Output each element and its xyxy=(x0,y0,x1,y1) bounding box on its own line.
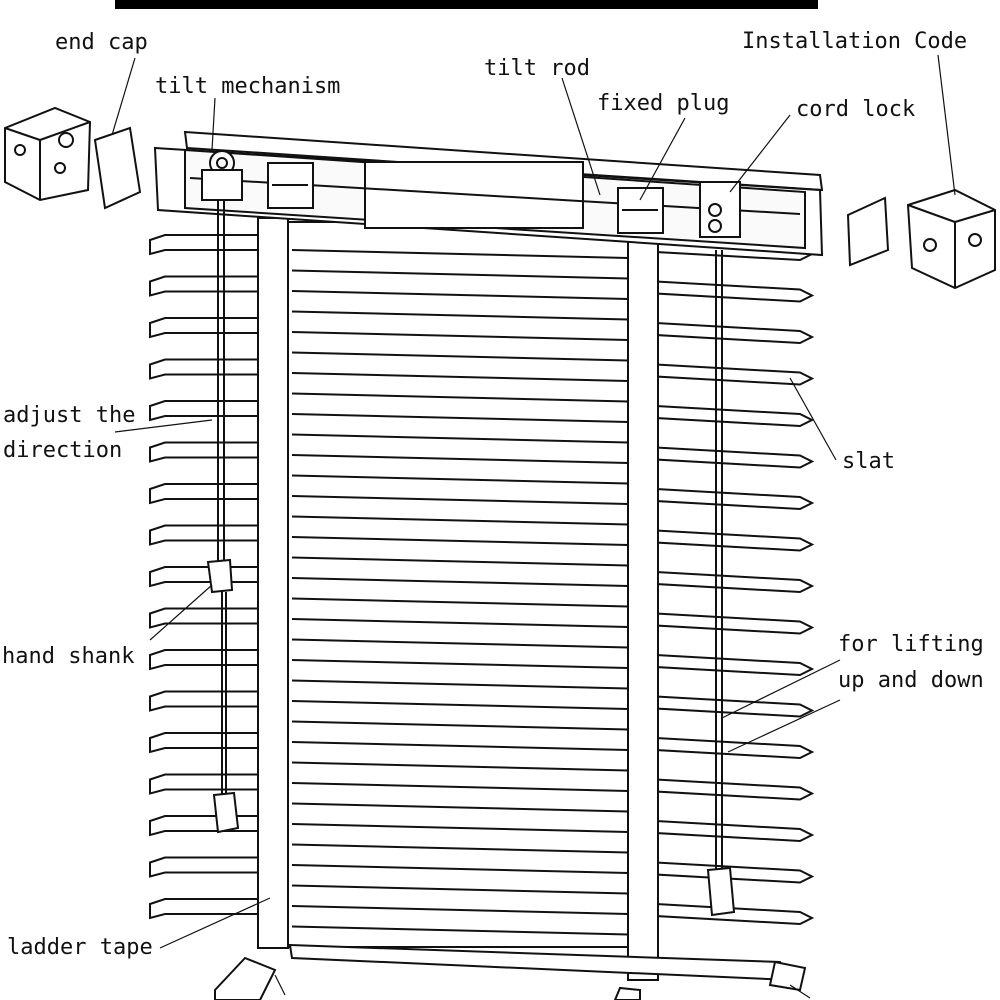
panel-slat-line xyxy=(291,741,629,751)
end-cap-left xyxy=(4,106,142,210)
panel-slat-line xyxy=(291,495,629,505)
panel-slat-line xyxy=(291,761,629,772)
slat-right xyxy=(655,736,815,760)
slat-left xyxy=(149,566,263,588)
label-adjust-direction-line2: direction xyxy=(3,438,123,463)
panel-slat-line xyxy=(291,474,629,485)
slat-left xyxy=(149,234,263,256)
panel-slat-line xyxy=(291,638,629,649)
tilt-wand xyxy=(206,200,240,834)
slat-right xyxy=(655,570,815,594)
label-lifting-line1: for lifting xyxy=(838,632,984,657)
panel-slat-line xyxy=(291,925,629,936)
slat-right xyxy=(655,446,815,469)
lift-cord xyxy=(706,250,736,917)
cradle-left xyxy=(267,162,314,209)
center-panel xyxy=(281,221,633,948)
label-tilt-rod: tilt rod xyxy=(484,56,590,81)
slat-right xyxy=(655,695,815,718)
label-cord-lock: cord lock xyxy=(796,97,916,122)
panel-slat-line xyxy=(291,536,629,546)
panel-slat-line xyxy=(291,905,629,915)
slat-left xyxy=(149,275,263,297)
panel-slat-line xyxy=(291,413,629,423)
panel-slat-line xyxy=(291,290,629,300)
slat-right xyxy=(655,861,815,884)
slat-left xyxy=(149,773,263,795)
panel-slat-line xyxy=(291,249,629,259)
leader-lines xyxy=(111,54,956,999)
label-lifting-line2: up and down xyxy=(838,668,984,693)
slat-left xyxy=(149,856,263,878)
slat-left xyxy=(149,732,263,754)
panel-slat-line xyxy=(291,269,629,280)
panel-slat-line xyxy=(291,884,629,895)
slat-right xyxy=(655,363,815,386)
panel-slat-line xyxy=(291,372,629,382)
panel-slat-line xyxy=(291,864,629,874)
panel-slat-line xyxy=(291,433,629,444)
slat-right xyxy=(655,529,815,552)
slat-left xyxy=(149,483,263,505)
slat-left xyxy=(149,815,263,837)
label-ladder-tape: ladder tape xyxy=(7,935,153,960)
slat-left xyxy=(149,649,263,671)
left-slats xyxy=(149,234,263,920)
bottom-rail xyxy=(214,943,807,1000)
end-cap-right xyxy=(846,188,996,290)
slat-right xyxy=(655,487,815,511)
label-fixed-plug: fixed plug xyxy=(597,91,730,116)
slat-left xyxy=(149,898,263,920)
panel-slat-line xyxy=(291,720,629,731)
slat-left xyxy=(149,358,263,380)
panel-slat-line xyxy=(291,310,629,321)
panel-slat-line xyxy=(291,392,629,403)
panel-slat-line xyxy=(291,618,629,628)
panel-slat-line xyxy=(291,700,629,710)
cord-lock xyxy=(699,181,741,238)
panel-slat-line xyxy=(291,823,629,833)
ladder-tape-left xyxy=(257,217,289,949)
label-installation-code: Installation Code xyxy=(742,29,968,54)
panel-slat-line xyxy=(291,454,629,464)
label-adjust-direction-line1: adjust the xyxy=(3,403,136,428)
panel-slat-line xyxy=(291,802,629,813)
label-hand-shank: hand shank xyxy=(2,644,135,669)
panel-slat-line xyxy=(291,597,629,608)
slat-right xyxy=(655,819,815,843)
panel-slat-line xyxy=(291,351,629,362)
right-slats xyxy=(655,238,815,926)
panel-slat-line xyxy=(291,556,629,567)
label-tilt-mechanism: tilt mechanism xyxy=(155,74,341,99)
panel-slat-line xyxy=(291,679,629,690)
tilt-mechanism xyxy=(201,150,243,201)
label-slat: slat xyxy=(842,449,895,474)
fixed-plug xyxy=(617,187,664,234)
slat-right xyxy=(655,612,815,635)
slat-right xyxy=(655,280,815,303)
slat-right xyxy=(655,653,815,677)
slat-left xyxy=(149,524,263,546)
panel-slat-line xyxy=(291,331,629,341)
panel-slat-line xyxy=(291,659,629,669)
slat-left xyxy=(149,400,263,422)
slat-left xyxy=(149,690,263,712)
label-end-cap: end cap xyxy=(55,30,148,55)
slat-right xyxy=(655,321,815,345)
slat-right xyxy=(655,404,815,428)
panel-slat-line xyxy=(291,577,629,587)
header-bar xyxy=(115,0,818,9)
panel-slat-line xyxy=(291,782,629,792)
ladder-tape-right xyxy=(627,239,659,981)
slat-left xyxy=(149,441,263,463)
slat-left xyxy=(149,317,263,339)
panel-slat-line xyxy=(291,515,629,526)
panel-slat-line xyxy=(291,843,629,854)
slat-right xyxy=(655,778,815,801)
